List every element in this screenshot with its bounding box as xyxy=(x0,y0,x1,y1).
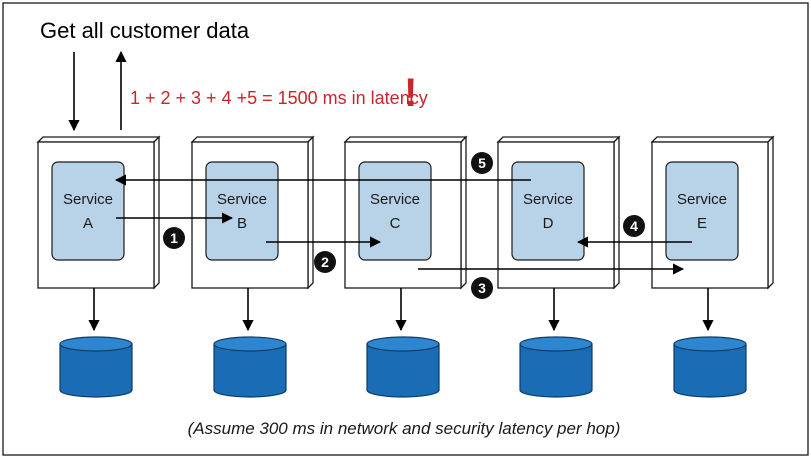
database-e-icon xyxy=(673,336,747,398)
service-e-label: Service xyxy=(677,191,727,208)
service-c-panel xyxy=(358,161,432,261)
hop-badge-3: 3 xyxy=(471,277,493,299)
service-e-letter: E xyxy=(697,215,707,232)
service-b-panel xyxy=(205,161,279,261)
svg-text:1: 1 xyxy=(170,230,178,246)
svg-text:3: 3 xyxy=(478,280,486,296)
svg-text:2: 2 xyxy=(321,254,329,270)
latency-caption: (Assume 300 ms in network and security l… xyxy=(188,419,621,438)
database-d-icon xyxy=(519,336,593,398)
hop-badge-2: 2 xyxy=(314,251,336,273)
service-d-panel xyxy=(511,161,585,261)
service-c-letter: C xyxy=(390,215,401,232)
service-d-letter: D xyxy=(543,215,554,232)
service-e-panel xyxy=(665,161,739,261)
service-d-label: Service xyxy=(523,191,573,208)
service-a-label: Service xyxy=(63,191,113,208)
hop-badge-5: 5 xyxy=(471,152,493,174)
latency-formula: 1 + 2 + 3 + 4 +5 = 1500 ms in latency xyxy=(130,88,428,108)
service-c-label: Service xyxy=(370,191,420,208)
database-b-icon xyxy=(213,336,287,398)
diagram-title: Get all customer data xyxy=(40,18,250,43)
service-a-letter: A xyxy=(83,215,93,232)
service-b-label: Service xyxy=(217,191,267,208)
database-a-icon xyxy=(59,336,133,398)
hop-badge-1: 1 xyxy=(163,227,185,249)
svg-text:5: 5 xyxy=(478,155,486,171)
hop-badge-4: 4 xyxy=(623,215,645,237)
svg-text:4: 4 xyxy=(630,218,638,234)
database-c-icon xyxy=(366,336,440,398)
latency-exclamation: ! xyxy=(404,71,417,115)
service-a-panel xyxy=(51,161,125,261)
service-b-letter: B xyxy=(237,215,247,232)
